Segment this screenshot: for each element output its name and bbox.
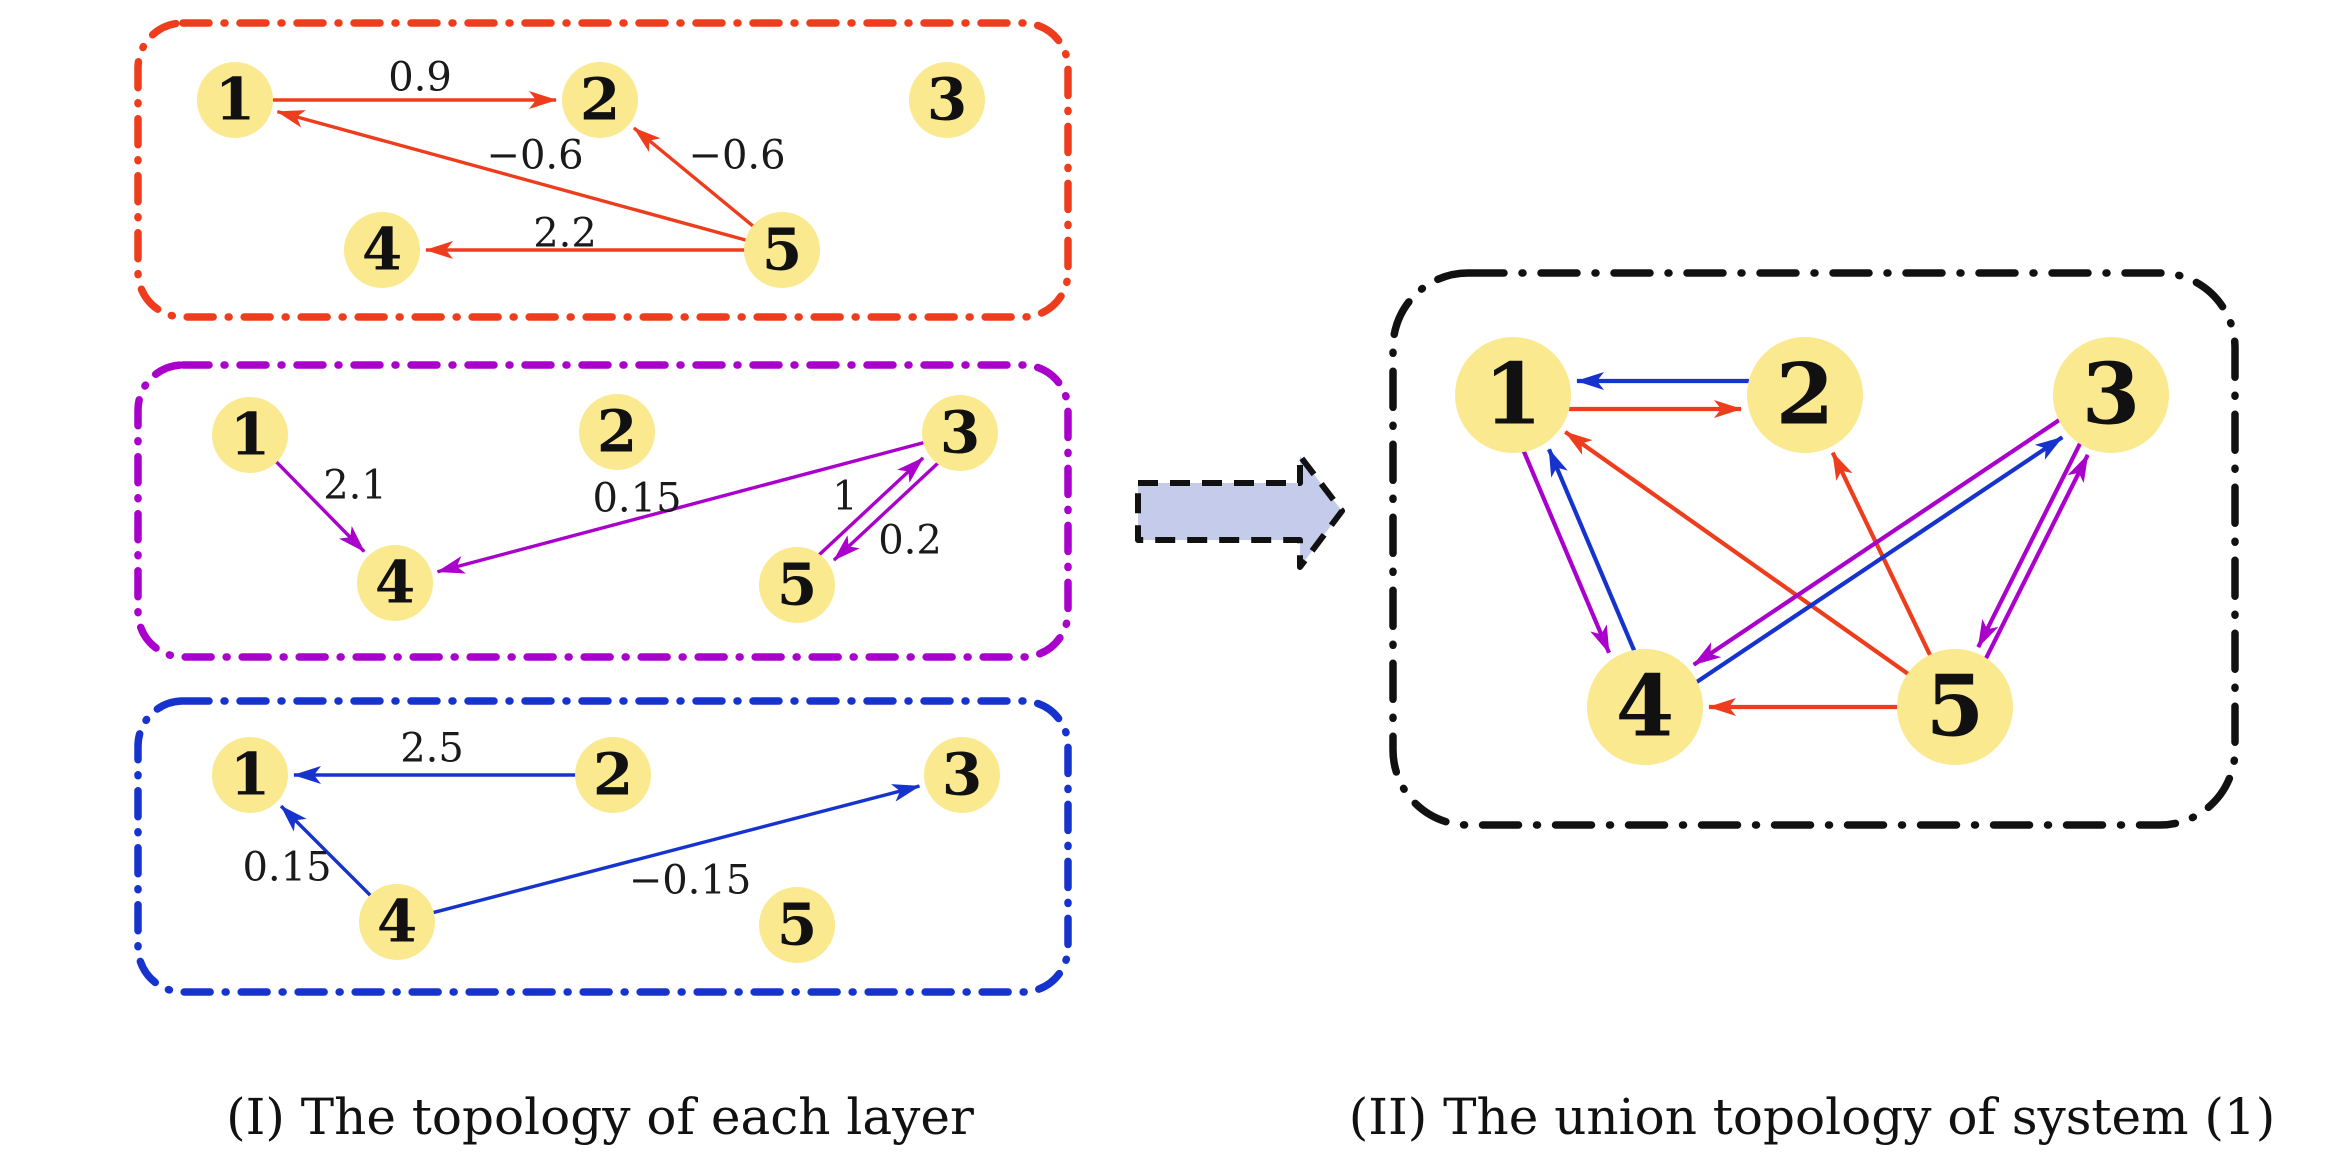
layer-1-red-edge-1to2-label: 0.9 xyxy=(388,55,452,101)
union-topology-edge-4to1 xyxy=(1547,448,1637,652)
layer-1-red-node-3-label: 3 xyxy=(927,66,967,134)
layer-3-blue-node-4-label: 4 xyxy=(377,888,417,956)
layer-2-purple-edge-1to4-label: 2.1 xyxy=(323,463,387,509)
layer-3-blue-node-2 xyxy=(575,737,651,813)
union-topology-node-3 xyxy=(2053,337,2169,453)
layer-1-red-node-5-label: 5 xyxy=(762,216,802,284)
layer-1-red-node-5 xyxy=(744,212,820,288)
layer-2-purple-edge-3to4-label: 0.15 xyxy=(592,476,681,522)
layer-1-red-node-2-label: 2 xyxy=(580,66,620,134)
union-topology-node-2 xyxy=(1747,337,1863,453)
layer-2-purple-node-3 xyxy=(922,395,998,471)
layer-3-blue-box xyxy=(134,697,1072,996)
layer-2-purple-node-2-label: 2 xyxy=(597,398,637,466)
layer-3-blue-edge-4to3-label: −0.15 xyxy=(629,858,752,904)
layer-1-red-edge-5to2 xyxy=(632,126,756,229)
layer-1-red-edge-5to1-label: −0.6 xyxy=(486,133,583,179)
layer-3-blue-node-2-label: 2 xyxy=(593,741,633,809)
union-topology-node-1 xyxy=(1455,337,1571,453)
layer-2-purple-node-4-label: 4 xyxy=(375,549,415,617)
layer-3-blue-node-5 xyxy=(759,887,835,963)
union-topology-edge-5to2 xyxy=(1830,451,1933,658)
union-topology-edge-4to3 xyxy=(1694,435,2064,685)
flow-arrow xyxy=(1135,453,1345,570)
union-topology-box xyxy=(1389,269,2239,829)
layer-2-purple-edge-3to5 xyxy=(832,461,940,562)
layer-3-blue-node-3-label: 3 xyxy=(942,741,982,809)
caption-left: (I) The topology of each layer xyxy=(226,1088,974,1146)
layer-3-blue-node-5-label: 5 xyxy=(777,891,817,959)
layer-1-red-edge-5to1 xyxy=(276,109,748,243)
union-topology-node-3-label: 3 xyxy=(2082,345,2140,444)
layer-3-blue-edge-4to3 xyxy=(431,784,921,915)
union-topology-node-2-label: 2 xyxy=(1776,345,1834,444)
layer-2-purple-panel: 2.1 0.15 1 0.2 1 2 3 4 5 xyxy=(134,361,1072,661)
layer-2-purple-node-3-label: 3 xyxy=(940,399,980,467)
layer-2-purple-edge-3to5-label: 0.2 xyxy=(878,518,942,564)
union-topology-node-5-label: 5 xyxy=(1926,657,1984,756)
layer-2-purple-node-1-label: 1 xyxy=(230,401,270,469)
union-topology-edge-3to5 xyxy=(1976,441,2083,649)
layer-1-red-node-4-label: 4 xyxy=(362,216,402,284)
layer-3-blue-node-4 xyxy=(359,884,435,960)
layer-2-purple-node-5 xyxy=(759,547,835,623)
layer-3-blue-panel: 2.5 0.15 −0.15 1 2 3 4 5 xyxy=(134,697,1072,996)
union-topology-edge-3to4 xyxy=(1692,417,2062,667)
union-topology-edge-5to1 xyxy=(1564,430,1911,677)
layer-3-blue-node-3 xyxy=(924,737,1000,813)
layer-1-red-node-1-label: 1 xyxy=(215,66,255,134)
layer-2-purple-edge-5to3-label: 1 xyxy=(832,474,857,520)
layer-2-purple-node-4 xyxy=(357,545,433,621)
layer-2-purple-edge-3to4 xyxy=(436,440,926,574)
layer-3-blue-node-1 xyxy=(212,737,288,813)
union-topology-node-4 xyxy=(1587,649,1703,765)
caption-right: (II) The union topology of system (1) xyxy=(1349,1088,2275,1146)
layer-1-red-edge-5to4-label: 2.2 xyxy=(533,211,597,257)
layer-2-purple-box xyxy=(134,361,1072,661)
union-topology-edge-5to3 xyxy=(1983,453,2090,661)
layer-2-purple-node-2 xyxy=(579,394,655,470)
union-topology-panel: 1 2 3 4 5 xyxy=(1389,269,2239,829)
layer-1-red-node-4 xyxy=(344,212,420,288)
layer-2-purple-node-1 xyxy=(212,397,288,473)
layer-1-red-node-1 xyxy=(197,62,273,138)
layer-3-blue-edge-4to1-label: 0.15 xyxy=(242,845,331,891)
union-topology-node-1-label: 1 xyxy=(1484,345,1542,444)
layer-1-red-edge-5to2-label: −0.6 xyxy=(688,133,785,179)
union-topology-node-4-label: 4 xyxy=(1616,657,1674,756)
layer-3-blue-edge-2to1-label: 2.5 xyxy=(400,726,464,772)
union-topology-edge-1to4 xyxy=(1521,450,1611,654)
layer-2-purple-node-5-label: 5 xyxy=(777,551,817,619)
layer-2-purple-edge-1to4 xyxy=(273,459,366,553)
layer-1-red-panel: 0.9 −0.6 −0.6 2.2 1 2 3 4 5 xyxy=(134,19,1072,321)
layer-3-blue-node-1-label: 1 xyxy=(230,741,270,809)
layer-1-red-node-3 xyxy=(909,62,985,138)
union-topology-node-5 xyxy=(1897,649,2013,765)
layer-1-red-node-2 xyxy=(562,62,638,138)
layer-3-blue-edge-4to1 xyxy=(279,804,373,898)
layer-1-red-box xyxy=(134,19,1072,321)
